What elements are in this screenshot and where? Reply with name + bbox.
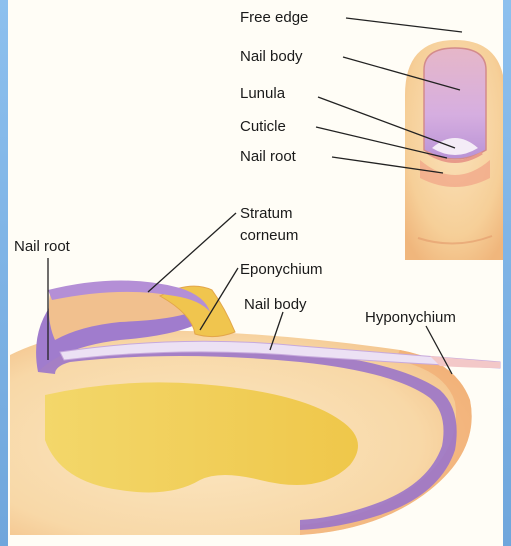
label-corneum: corneum: [240, 227, 298, 244]
label-cuticle: Cuticle: [240, 118, 286, 135]
leader-free-edge: [346, 18, 462, 32]
label-eponychium: Eponychium: [240, 261, 323, 278]
finger-top-view: [405, 40, 503, 260]
label-nail-body-bottom: Nail body: [244, 296, 307, 313]
labels: Free edge Nail body Lunula Cuticle Nail …: [14, 9, 456, 326]
label-nail-root-left: Nail root: [14, 238, 71, 255]
label-hyponychium: Hyponychium: [365, 309, 456, 326]
label-nail-root-top: Nail root: [240, 148, 297, 165]
label-free-edge: Free edge: [240, 9, 308, 26]
label-lunula: Lunula: [240, 85, 286, 102]
nail-anatomy-diagram: Free edge Nail body Lunula Cuticle Nail …: [8, 0, 503, 546]
diagram-panel: Free edge Nail body Lunula Cuticle Nail …: [8, 0, 503, 546]
label-stratum: Stratum: [240, 205, 293, 222]
leader-stratum-corneum: [148, 213, 236, 292]
label-nail-body-top: Nail body: [240, 48, 303, 65]
